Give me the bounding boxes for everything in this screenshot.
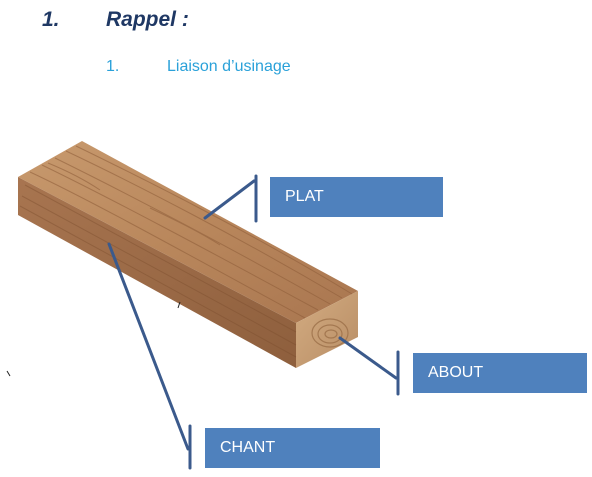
plat-leader-line: [203, 179, 256, 220]
about-leader-line: [338, 336, 398, 380]
chant-label-text: CHANT: [220, 439, 276, 456]
heading-title: Rappel :: [106, 8, 189, 31]
wood-plank-icon: [18, 141, 358, 368]
plank-side-face: [18, 177, 296, 368]
stray-mark: [177, 301, 181, 309]
about-label-text: ABOUT: [428, 364, 484, 381]
end-grain-rings: [311, 318, 349, 348]
subheading-number: 1.: [106, 58, 120, 75]
about-label: ABOUT: [413, 353, 587, 393]
plank-top-face: [18, 141, 358, 323]
chant-label: CHANT: [205, 428, 380, 468]
chant-leader-line: [107, 242, 190, 451]
wood-grain: [29, 145, 353, 319]
heading-number: 1.: [42, 8, 60, 31]
plat-label-text: PLAT: [285, 188, 324, 205]
plat-label: PLAT: [270, 177, 443, 217]
plank-end-face: [296, 291, 358, 368]
subheading-title: Liaison d’usinage: [167, 58, 291, 75]
stray-mark: [6, 370, 11, 377]
leader-lines: [107, 174, 400, 470]
